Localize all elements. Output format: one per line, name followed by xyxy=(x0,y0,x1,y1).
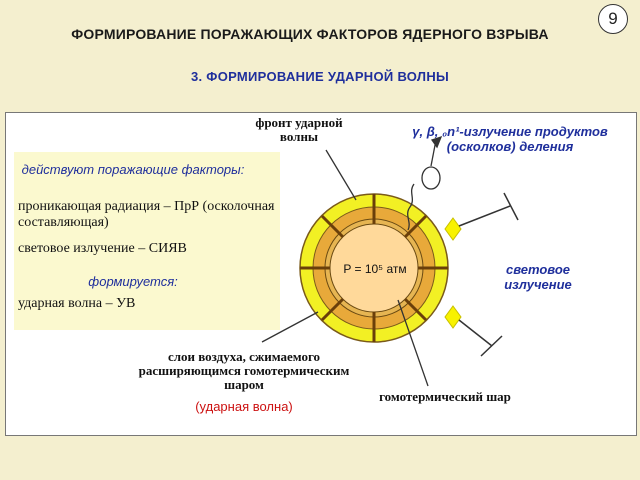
page-number: 9 xyxy=(598,4,628,34)
emission-label: γ, β, ₀n¹-излучение продуктов (осколков)… xyxy=(412,124,608,154)
light-factor: световое излучение – СИЯВ xyxy=(18,241,187,256)
light-emission-arrows xyxy=(458,192,519,357)
pointer-lines xyxy=(261,149,429,387)
info-box: действуют поражающие факторы: проникающа… xyxy=(14,152,280,330)
pressure-label: P = 10⁵ атм xyxy=(343,262,407,276)
radiation-factor: проникающая радиация – ПрР (осколочная с… xyxy=(18,199,275,230)
radiation-emission xyxy=(407,135,443,231)
shock-factor: ударная волна – УВ xyxy=(18,296,136,311)
acting-factors-header: действуют поражающие факторы: xyxy=(21,162,245,177)
air-layers-note: (ударная волна) xyxy=(195,399,293,414)
forming-header: формируется: xyxy=(88,274,178,289)
air-layers-label: слои воздуха, сжимаемого расширяющимся г… xyxy=(138,349,350,392)
homothermal-sphere-label: гомотермический шар xyxy=(379,389,511,404)
light-emission-label: световое излучение xyxy=(504,262,572,292)
page-title: ФОРМИРОВАНИЕ ПОРАЖАЮЩИХ ФАКТОРОВ ЯДЕРНОГ… xyxy=(71,26,549,42)
shock-front-label: фронт ударной волны xyxy=(255,115,343,144)
radial-spokes xyxy=(300,194,448,342)
page-subtitle: 3. ФОРМИРОВАНИЕ УДАРНОЙ ВОЛНЫ xyxy=(190,69,450,84)
emission-markers xyxy=(444,217,462,329)
